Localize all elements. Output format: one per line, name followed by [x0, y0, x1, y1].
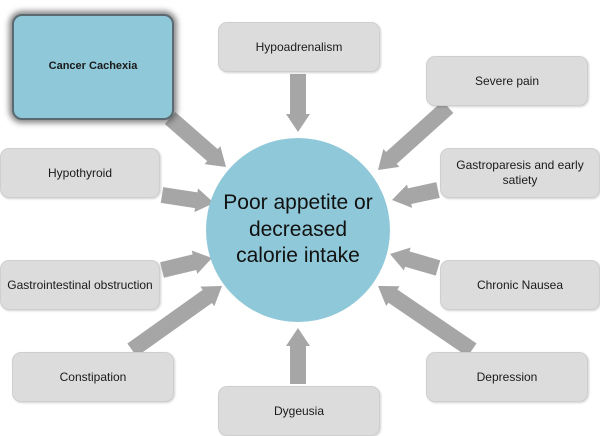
factor-label: Depression	[476, 369, 538, 384]
factor-label: Constipation	[59, 369, 127, 384]
factor-depression[interactable]: Depression	[426, 352, 588, 402]
factor-gastrointestinal-obstruction[interactable]: Gastrointestinal obstruction	[0, 260, 160, 310]
arrow-hypoadrenalism	[286, 74, 310, 132]
factor-label: Dygeusia	[273, 403, 325, 418]
arrow-constipation	[127, 285, 222, 357]
factor-label: Chronic Nausea	[476, 277, 564, 292]
central-outcome-circle: Poor appetite or decreased calorie intak…	[206, 138, 390, 322]
arrow-gastrointestinal-obstruction	[160, 250, 213, 278]
factor-label: Gastroparesis and early satiety	[456, 158, 584, 187]
central-outcome-label: Poor appetite or decreased calorie intak…	[223, 190, 373, 268]
arrow-severe-pain	[378, 101, 454, 171]
factor-cancer-cachexia[interactable]: Cancer Cachexia	[12, 14, 174, 120]
arrow-depression	[378, 285, 477, 357]
factor-gastroparesis[interactable]: Gastroparesis and early satiety	[440, 148, 600, 198]
factor-label: Hypoadrenalism	[255, 39, 343, 54]
factor-chronic-nausea[interactable]: Chronic Nausea	[440, 260, 600, 310]
factor-constipation[interactable]: Constipation	[12, 352, 174, 402]
arrow-hypothyroid	[160, 187, 215, 213]
factor-hypoadrenalism[interactable]: Hypoadrenalism	[218, 22, 380, 72]
factor-dygeusia[interactable]: Dygeusia	[218, 386, 380, 436]
arrow-dygeusia	[286, 328, 310, 384]
factor-label: Severe pain	[474, 73, 540, 88]
factor-severe-pain[interactable]: Severe pain	[426, 56, 588, 106]
arrow-chronic-nausea	[390, 247, 441, 276]
arrow-cancer-cachexia	[164, 111, 226, 167]
factor-label: Gastrointestinal obstruction	[7, 277, 153, 292]
factor-label: Hypothyroid	[47, 165, 113, 180]
arrow-gastroparesis	[391, 182, 440, 208]
factor-label: Cancer Cachexia	[48, 60, 138, 73]
factor-hypothyroid[interactable]: Hypothyroid	[0, 148, 160, 198]
